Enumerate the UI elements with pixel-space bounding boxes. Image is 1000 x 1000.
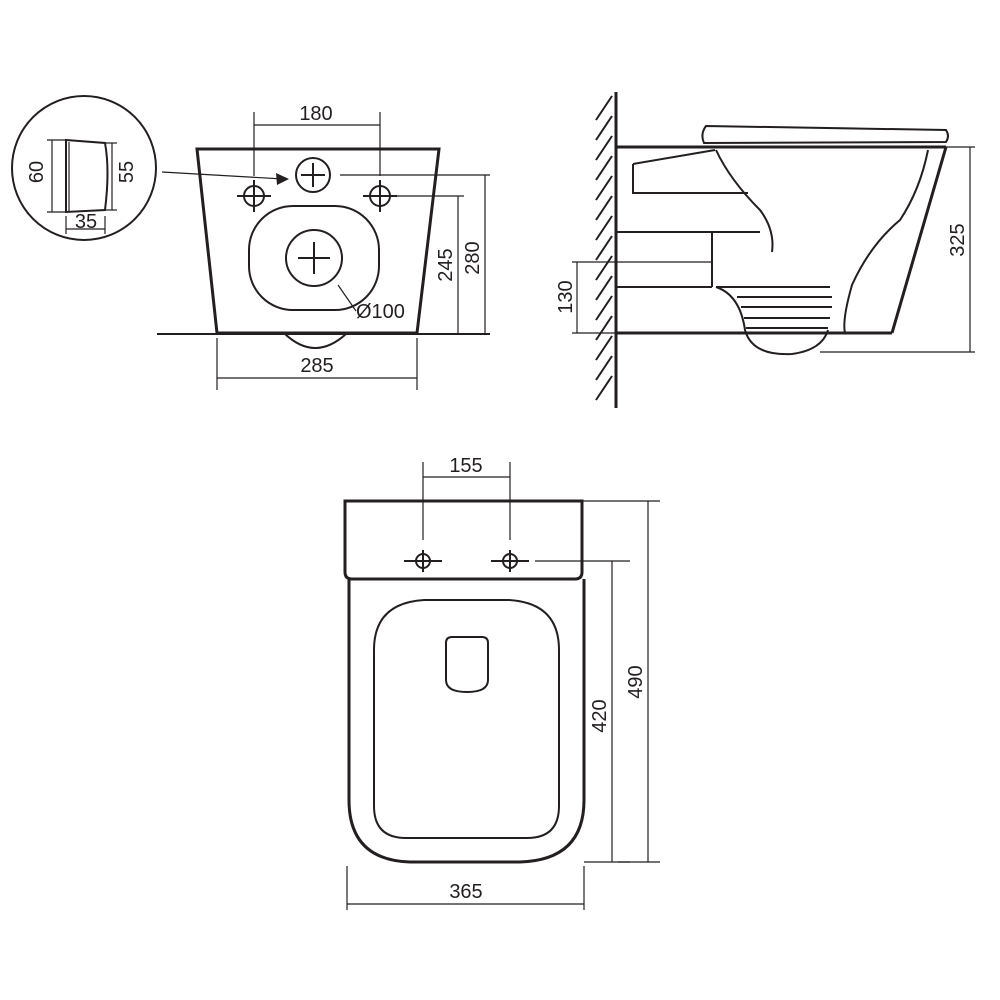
detail-dim-55: 55: [116, 161, 138, 183]
detail-flange-profile: [65, 138, 109, 214]
top-back-block: [343, 499, 584, 581]
detail-leader-arrow: [161, 171, 284, 180]
side-mounting-block: [616, 231, 760, 288]
front-inlet: [295, 157, 331, 193]
top-dim-155: 155: [449, 455, 482, 477]
side-outlet-trap: [715, 286, 829, 356]
top-dim-490: 490: [625, 665, 647, 698]
side-dim-325: 325: [947, 223, 969, 256]
side-seat: [701, 124, 949, 145]
front-dim-245: 245: [435, 248, 457, 281]
top-dim-365: 365: [449, 881, 482, 903]
side-inlet-pipe: [632, 149, 748, 194]
top-dim-420: 420: [589, 699, 611, 732]
side-view: 130 325: [555, 92, 975, 408]
side-wall-hatching: [595, 95, 613, 401]
front-bottom-curve: [284, 333, 347, 349]
detail-dim-35: 35: [75, 211, 97, 233]
front-dim-285: 285: [300, 355, 333, 377]
side-body-front: [890, 146, 948, 334]
front-view: 180 285 245 280 Ø100: [157, 103, 490, 390]
side-bowl-curve-outer: [843, 149, 929, 334]
top-drain-opening: [445, 636, 489, 694]
side-bowl-curve-inner: [715, 149, 774, 253]
front-dim-diameter-100: Ø100: [356, 301, 405, 323]
side-outlet-ribs: [737, 296, 832, 329]
detail-view: 60 55 35: [11, 95, 289, 241]
top-body-outline: [347, 579, 586, 864]
detail-circle: [11, 95, 157, 241]
detail-dim-60: 60: [26, 161, 48, 183]
front-dim-180: 180: [299, 103, 332, 125]
front-outlet-circle: [285, 229, 343, 287]
front-dim-280: 280: [462, 241, 484, 274]
top-view: 155 365 420 490: [343, 455, 660, 910]
front-outlet-recess: [248, 205, 380, 311]
side-dim-130: 130: [555, 280, 577, 313]
top-seat-opening: [373, 599, 560, 839]
